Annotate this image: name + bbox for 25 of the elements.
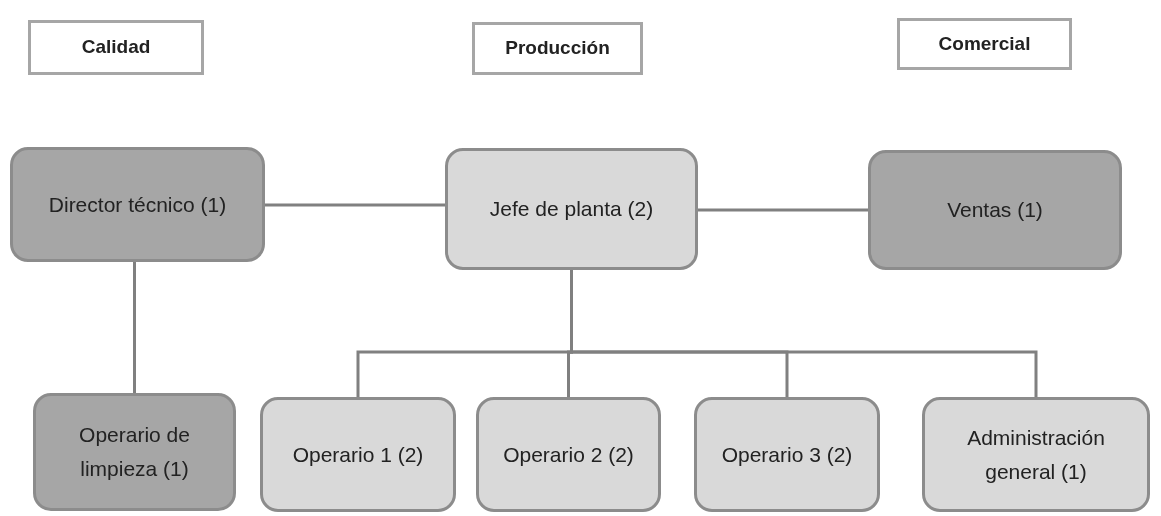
role-label: Administración general (1) xyxy=(966,424,1106,485)
role-label: Operario 2 (2) xyxy=(503,441,634,468)
role-box xyxy=(922,397,1150,512)
role-box xyxy=(445,148,698,270)
connector-line xyxy=(698,208,868,212)
role-label: Operario 1 (2) xyxy=(292,441,424,468)
role-label: Director técnico (1) xyxy=(48,191,227,218)
role-label: Ventas (1) xyxy=(947,197,1043,224)
role-label: Comercial xyxy=(938,31,1031,56)
role-box xyxy=(694,397,880,512)
role-label: Calidad xyxy=(81,35,151,60)
connector-line xyxy=(265,203,445,207)
department-header-box xyxy=(897,18,1072,70)
role-label: Operario 3 (2) xyxy=(721,441,853,468)
role-label: Jefe de planta (2) xyxy=(489,196,654,223)
role-box xyxy=(10,147,265,262)
role-label: Operario de limpieza (1) xyxy=(78,422,191,482)
role-box xyxy=(868,150,1122,270)
connector-line xyxy=(133,262,136,393)
role-label: Producción xyxy=(505,36,610,61)
department-header-box xyxy=(28,20,204,75)
role-box xyxy=(476,397,661,512)
department-header-box xyxy=(472,22,643,75)
role-box xyxy=(260,397,456,512)
role-box xyxy=(33,393,236,511)
